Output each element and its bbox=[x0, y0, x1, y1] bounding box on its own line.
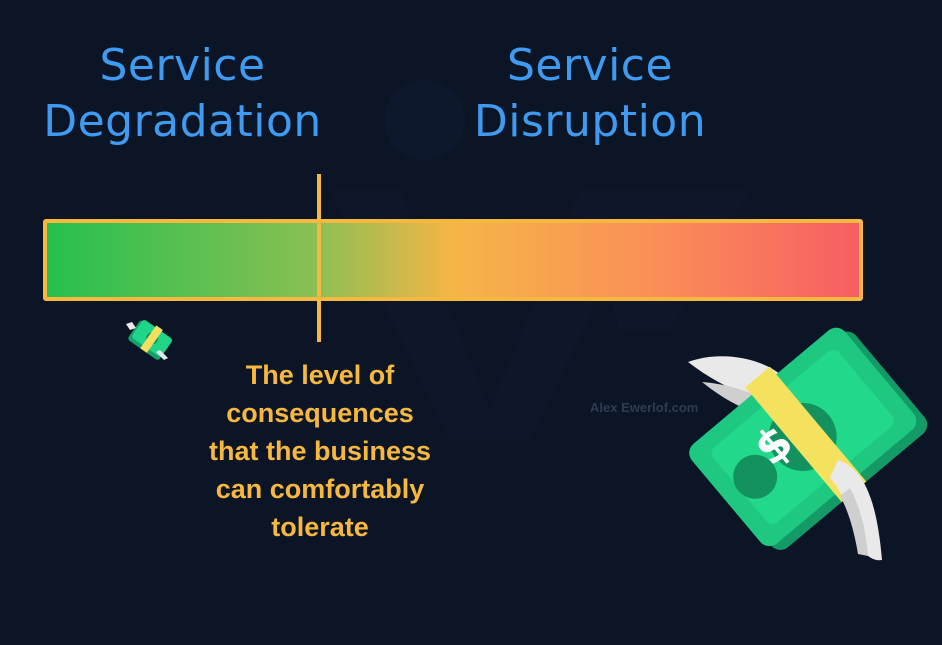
flying-money-large-icon: $ bbox=[688, 327, 928, 561]
title-service-disruption: Service Disruption bbox=[473, 40, 707, 147]
threshold-caption: The level of consequences that the busin… bbox=[208, 360, 432, 542]
flying-money-small-icon bbox=[126, 320, 172, 360]
consequence-scale-bar bbox=[43, 219, 863, 301]
title-service-degradation: Service Degradation bbox=[43, 40, 322, 147]
tolerance-threshold-marker bbox=[317, 174, 321, 342]
watermark-text: Alex Ewerlof.com bbox=[590, 400, 699, 415]
